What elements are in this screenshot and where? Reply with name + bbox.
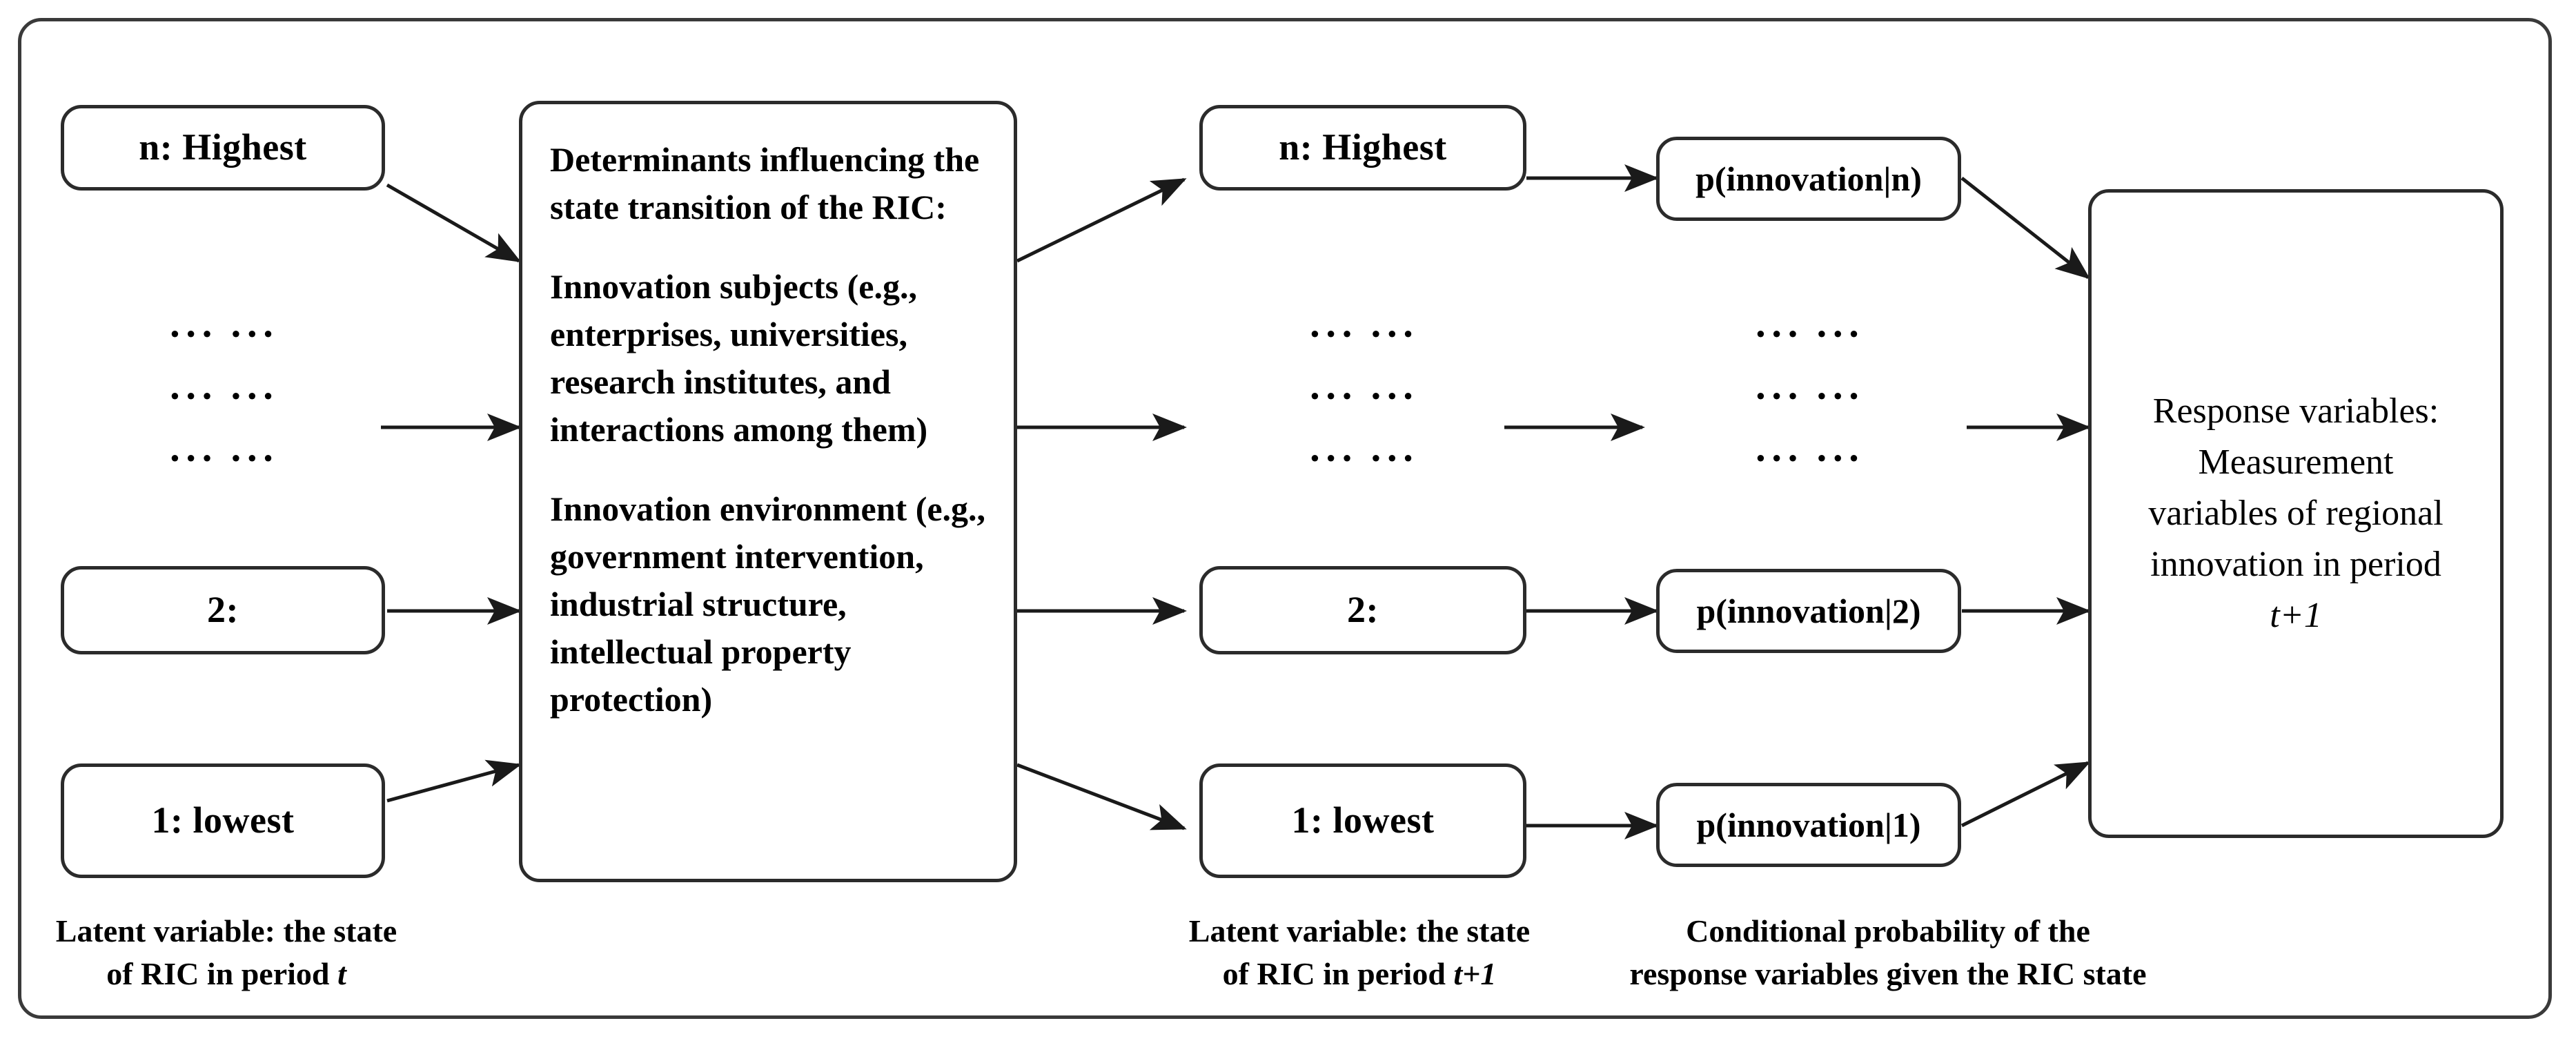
state-t-node-n[interactable]: n: Highest	[61, 105, 385, 191]
determinants-heading: Determinants influencing the state trans…	[550, 140, 980, 226]
state-t1-ellipsis-3: ··· ···	[1308, 436, 1418, 480]
prob-node-n-label: p(innovation|n)	[1695, 159, 1922, 198]
state-t-node-2[interactable]: 2:	[61, 566, 385, 654]
prob-node-2-label: p(innovation|2)	[1696, 591, 1921, 630]
response-line-4: innovation in period	[2150, 544, 2441, 584]
prob-node-n[interactable]: p(innovation|n)	[1656, 137, 1961, 221]
response-line-2: Measurement	[2198, 442, 2394, 483]
state-t-node-2-label: 2:	[207, 589, 239, 631]
state-t-ellipsis-1: ··· ···	[168, 311, 278, 356]
determinants-item-2: Innovation environment (e.g., government…	[550, 489, 986, 719]
state-t1-node-n-label: n: Highest	[1279, 126, 1447, 168]
prob-node-2[interactable]: p(innovation|2)	[1656, 569, 1961, 653]
response-variables-box[interactable]: Response variables: Measurement variable…	[2088, 189, 2504, 838]
prob-ellipsis-3: ··· ···	[1753, 436, 1864, 480]
state-t-ellipsis-2: ··· ···	[168, 373, 278, 418]
response-line-3: variables of regional	[2148, 494, 2444, 534]
prob-ellipsis-2: ··· ···	[1753, 373, 1864, 418]
state-t1-node-2-label: 2:	[1347, 589, 1379, 631]
state-t1-node-1[interactable]: 1: lowest	[1199, 763, 1526, 878]
state-t1-ellipsis-2: ··· ···	[1308, 373, 1418, 418]
response-line-5: t+1	[2270, 595, 2322, 635]
prob-node-1[interactable]: p(innovation|1)	[1656, 783, 1961, 867]
caption-state-t1-line2: of RIC in period t+1	[1222, 956, 1497, 992]
caption-state-t: Latent variable: the state of RIC in per…	[40, 910, 413, 995]
determinants-item-1: Innovation subjects (e.g., enterprises, …	[550, 267, 928, 449]
response-line-1: Response variables:	[2152, 391, 2439, 431]
state-t-node-1[interactable]: 1: lowest	[61, 763, 385, 878]
caption-state-t1-line1: Latent variable: the state	[1188, 913, 1531, 948]
prob-node-1-label: p(innovation|1)	[1696, 805, 1921, 844]
determinants-gap-2	[550, 454, 990, 485]
outer-frame	[18, 18, 2552, 1019]
caption-conditional-probability: Conditional probability of the response …	[1577, 910, 2199, 995]
caption-state-t-line1: Latent variable: the state	[55, 913, 397, 948]
caption-cp-line2: response variables given the RIC state	[1629, 956, 2147, 992]
state-t1-node-2[interactable]: 2:	[1199, 566, 1526, 654]
caption-state-t-line2: of RIC in period t	[106, 956, 346, 992]
state-t1-node-1-label: 1: lowest	[1291, 799, 1435, 841]
state-t-node-n-label: n: Highest	[139, 126, 307, 168]
determinants-box[interactable]: Determinants influencing the state trans…	[519, 101, 1017, 882]
caption-state-t1: Latent variable: the state of RIC in per…	[1132, 910, 1587, 995]
state-t1-node-n[interactable]: n: Highest	[1199, 105, 1526, 191]
caption-cp-line1: Conditional probability of the	[1686, 913, 2090, 948]
state-t-ellipsis-3: ··· ···	[168, 436, 278, 480]
prob-ellipsis-1: ··· ···	[1753, 311, 1864, 356]
state-t-node-1-label: 1: lowest	[151, 799, 295, 841]
determinants-gap-1	[550, 231, 990, 263]
state-t1-ellipsis-1: ··· ···	[1308, 311, 1418, 356]
